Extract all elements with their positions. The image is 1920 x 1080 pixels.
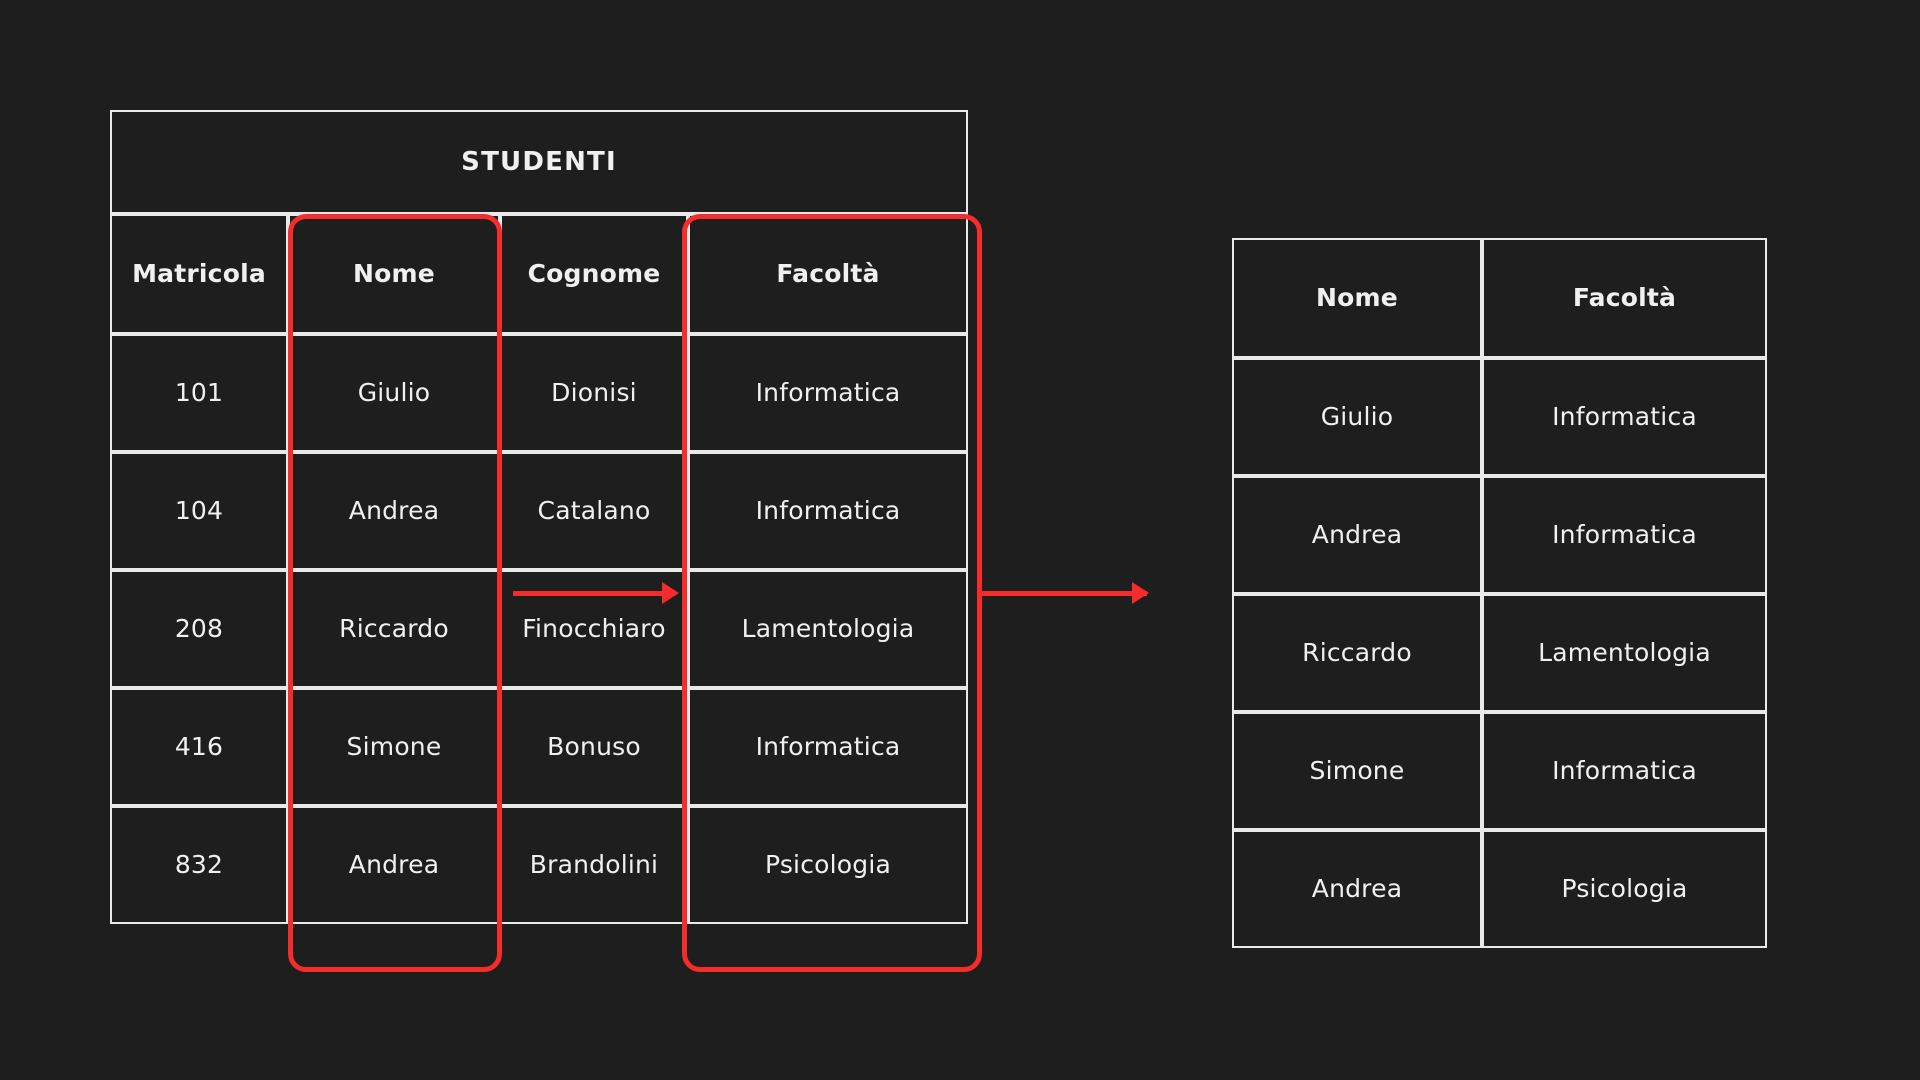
projection-arrow-icon xyxy=(982,591,1147,596)
table-row: 101 xyxy=(110,334,288,452)
list-item: Lamentologia xyxy=(1482,594,1767,712)
list-item: Psicologia xyxy=(1482,830,1767,948)
table-row: Lamentologia xyxy=(688,570,968,688)
table-row: Andrea xyxy=(288,452,500,570)
result-header-nome: Nome xyxy=(1232,238,1482,358)
source-table-title: STUDENTI xyxy=(110,110,968,214)
table-row: Simone xyxy=(288,688,500,806)
table-row: Informatica xyxy=(688,688,968,806)
source-header-matricola: Matricola xyxy=(110,214,288,334)
table-row: Riccardo xyxy=(288,570,500,688)
list-item: Andrea xyxy=(1232,476,1482,594)
projection-arrow-head-icon xyxy=(1132,582,1149,604)
table-row: Giulio xyxy=(288,334,500,452)
table-row: Andrea xyxy=(288,806,500,924)
table-row: Informatica xyxy=(688,452,968,570)
list-item: Giulio xyxy=(1232,358,1482,476)
table-row: 208 xyxy=(110,570,288,688)
table-row: Informatica xyxy=(688,334,968,452)
source-header-facolta: Facoltà xyxy=(688,214,968,334)
source-table-studenti: STUDENTI Matricola Nome Cognome Facoltà … xyxy=(110,110,968,950)
table-row: Dionisi xyxy=(500,334,688,452)
list-item: Andrea xyxy=(1232,830,1482,948)
list-item: Informatica xyxy=(1482,712,1767,830)
result-header-facolta: Facoltà xyxy=(1482,238,1767,358)
table-row: Finocchiaro xyxy=(500,570,688,688)
list-item: Riccardo xyxy=(1232,594,1482,712)
table-row: Catalano xyxy=(500,452,688,570)
source-header-cognome: Cognome xyxy=(500,214,688,334)
list-item: Simone xyxy=(1232,712,1482,830)
result-table: Nome Facoltà Giulio Informatica Andrea I… xyxy=(1232,238,1767,950)
table-row: 416 xyxy=(110,688,288,806)
source-header-nome: Nome xyxy=(288,214,500,334)
list-item: Informatica xyxy=(1482,358,1767,476)
table-row: Brandolini xyxy=(500,806,688,924)
list-item: Informatica xyxy=(1482,476,1767,594)
table-row: Psicologia xyxy=(688,806,968,924)
table-row: Bonuso xyxy=(500,688,688,806)
table-row: 104 xyxy=(110,452,288,570)
table-row: 832 xyxy=(110,806,288,924)
